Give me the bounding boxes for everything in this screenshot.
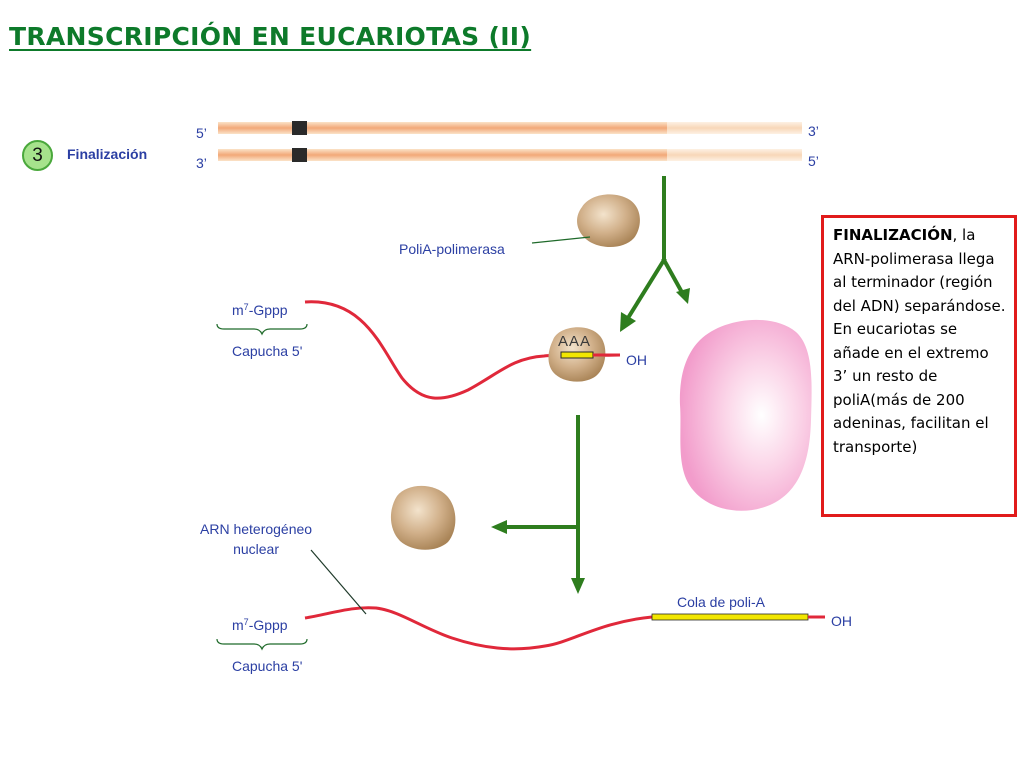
polya-tail-short [560,351,594,359]
dna-double-strand [218,121,802,162]
dna-label-top-left: 5’ [196,125,207,141]
arn-pointer-line [310,549,367,615]
arrowhead-left [620,312,636,332]
down-arrow [571,415,585,594]
cap-label-2: m7-Gppp [232,617,288,633]
dna-bottom-strand [218,148,802,162]
split-arrow [625,176,687,321]
cap-brace-2 [216,638,308,651]
capucha-label-1: Capucha 5' [232,343,303,359]
polia-pointer-line [531,236,591,244]
polya-tail-long [651,613,809,621]
oh-label-2: OH [831,613,852,629]
cap-brace-1 [216,323,308,336]
arrowhead-right [676,288,690,304]
capucha-label-2: Capucha 5' [232,658,303,674]
finalizacion-info-box: FINALIZACIÓN, la ARN-polimerasa llega al… [821,215,1017,517]
dna-label-bottom-right: 5’ [808,153,819,169]
info-heading: FINALIZACIÓN [833,226,953,244]
info-text: , la ARN-polimerasa llega al terminador … [833,226,1006,456]
dna-top-strand [218,121,802,135]
page-title: TRANSCRIPCIÓN EN EUCARIOTAS (II) [9,22,532,51]
step-label: Finalización [67,146,148,162]
oh-label-1: OH [626,352,647,368]
polia-polimerasa-label: PoliA-polimerasa [399,241,505,257]
dna-label-top-right: 3’ [808,123,819,139]
dna-label-bottom-left: 3’ [196,155,207,171]
rna-strand-2 [304,606,653,651]
polia-polimerasa-enzyme [577,194,640,248]
cap-label-1: m7-Gppp [232,302,288,318]
left-arrow [491,520,578,534]
aaa-label: AAA [558,333,592,350]
rna-polymerase-pink [679,319,812,511]
free-polia-enzyme [390,485,456,550]
cola-poli-a-label: Cola de poli-A [677,594,765,610]
step-number-badge: 3 [22,140,53,171]
